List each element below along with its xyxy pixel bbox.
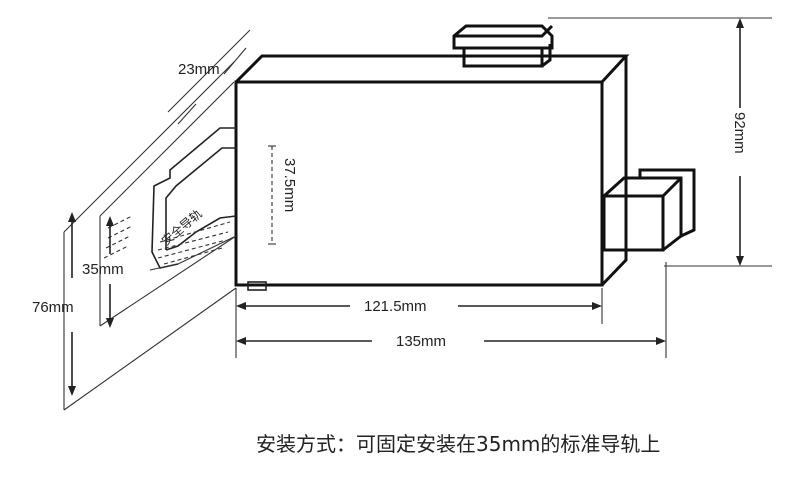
- dim-rail-width: 35mm: [82, 216, 124, 328]
- dim-base-length-label: 121.5mm: [364, 298, 427, 315]
- dim-total-length-label: 135mm: [396, 333, 446, 350]
- dim-total-height: 76mm: [32, 212, 76, 396]
- right-terminal: [602, 168, 696, 252]
- dim-base-length: 121.5mm: [235, 288, 603, 324]
- installation-caption: 安装方式：可固定安装在35mm的标准导轨上: [256, 432, 660, 456]
- dim-depth: 23mm: [177, 47, 247, 125]
- dim-rail-gap: 37.5mm: [268, 145, 298, 245]
- dim-rail-width-label: 35mm: [82, 261, 124, 278]
- rail-hatching: [103, 215, 231, 265]
- dim-height: 92mm: [548, 17, 772, 267]
- dim-total-length: 135mm: [235, 262, 667, 358]
- dim-total-height-label: 76mm: [32, 299, 74, 316]
- dim-depth-label: 23mm: [178, 61, 220, 78]
- dim-rail-gap-label: 37.5mm: [281, 158, 298, 212]
- rail-geometry: [63, 29, 251, 411]
- top-terminal: [452, 24, 554, 68]
- dim-height-label: 92mm: [731, 112, 748, 154]
- device-body: [234, 54, 630, 291]
